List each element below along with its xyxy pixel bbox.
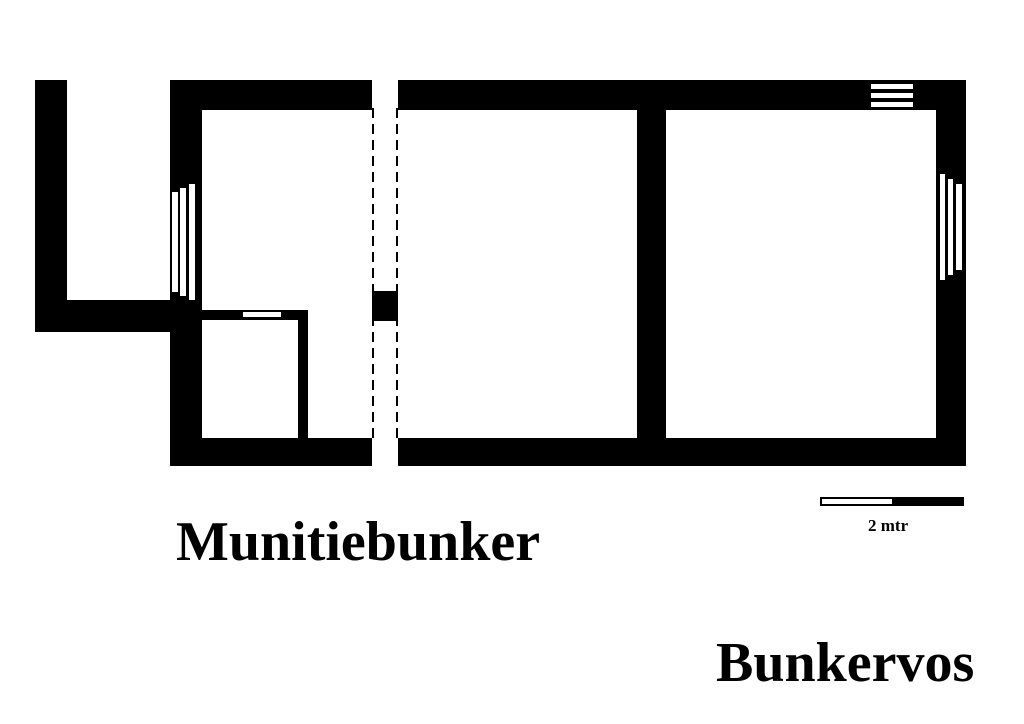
right-opening-outer	[956, 184, 962, 270]
top-vent-slot-3	[871, 102, 913, 107]
small-room-vent	[243, 312, 281, 317]
diagram-title: Munitiebunker	[176, 511, 541, 573]
entrance-wall-horizontal	[35, 300, 175, 332]
left-opening-mid	[180, 188, 186, 296]
small-room	[200, 310, 308, 440]
wall-top	[170, 80, 966, 110]
top-vent-slot-1	[871, 84, 913, 89]
left-opening-outer	[172, 192, 178, 292]
wall-bottom	[170, 438, 966, 466]
partition-gap-top	[372, 80, 398, 110]
right-opening-inner	[940, 174, 945, 280]
partition-pillar	[372, 291, 398, 321]
outer-walls	[170, 80, 966, 466]
left-opening	[172, 184, 195, 300]
partition-gap-bottom	[372, 438, 398, 466]
scale-bar-white-segment	[820, 497, 894, 506]
top-vent	[871, 84, 913, 107]
scale-bar	[820, 497, 964, 506]
top-vent-slot-2	[871, 93, 913, 98]
wall-middle	[637, 80, 666, 466]
right-opening-mid	[948, 179, 953, 275]
scale-bar-black-segment	[893, 497, 964, 506]
right-opening	[940, 174, 962, 280]
diagram-subtitle: Bunkervos	[716, 632, 975, 694]
small-room-right-wall	[298, 310, 308, 440]
scale-bar-label: 2 mtr	[868, 516, 909, 535]
left-opening-inner	[189, 184, 195, 300]
dashed-partition	[372, 80, 398, 466]
entrance-wall-vertical	[35, 80, 67, 332]
entrance-wall	[35, 80, 175, 332]
